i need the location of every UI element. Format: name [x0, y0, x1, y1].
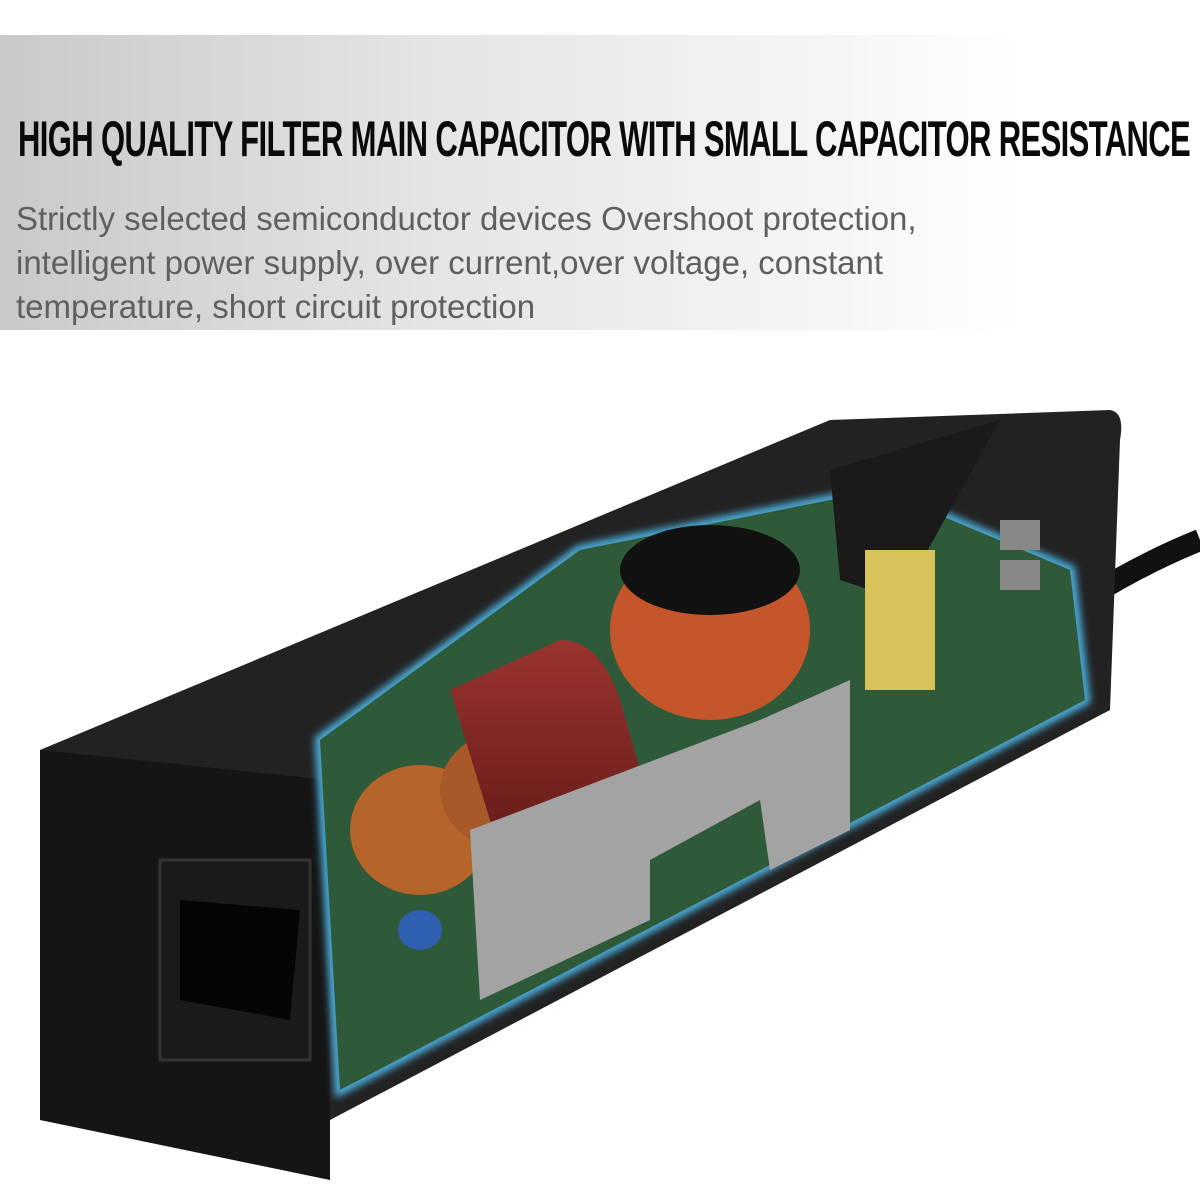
transformer-core — [620, 525, 800, 615]
blue-capacitor — [398, 910, 442, 950]
power-adapter-cutaway-image — [40, 410, 1200, 1180]
usb-port — [1000, 560, 1040, 590]
ac-inlet-socket — [180, 900, 300, 1020]
description-line: intelligent power supply, over current,o… — [16, 244, 884, 281]
description-line: Strictly selected semiconductor devices … — [16, 200, 917, 237]
description-line: temperature, short circuit protection — [16, 288, 536, 325]
headline: HIGH QUALITY FILTER MAIN CAPACITOR WITH … — [18, 111, 1191, 167]
header-banner: HIGH QUALITY FILTER MAIN CAPACITOR WITH … — [0, 35, 1200, 330]
y-capacitor — [865, 550, 935, 690]
description: Strictly selected semiconductor devices … — [16, 197, 1166, 329]
usb-port — [1000, 520, 1040, 550]
heatsink — [470, 680, 850, 1000]
